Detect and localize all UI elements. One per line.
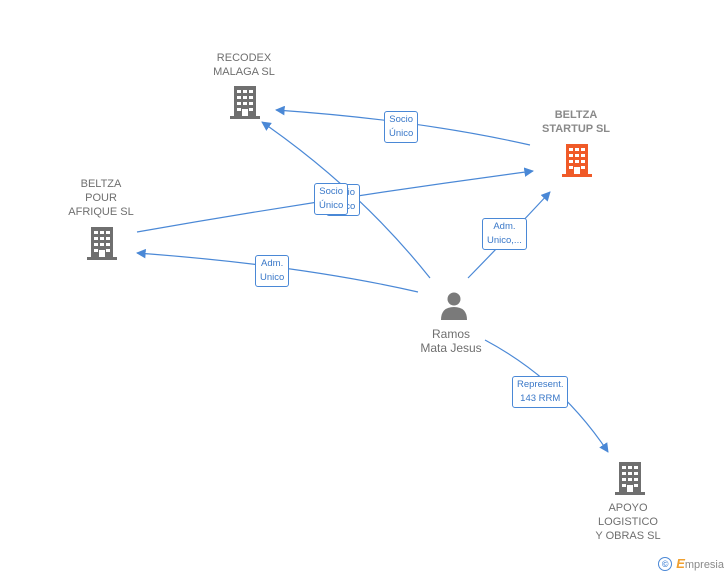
node-label-apoyo: APOYO LOGISTICO Y OBRAS SL [595, 501, 660, 543]
label-line: MALAGA SL [213, 66, 275, 78]
edge-label-line: Único [389, 128, 414, 139]
label-line: RECODEX [216, 52, 272, 64]
edge-label-line: Represent. [517, 379, 564, 390]
node-label-beltza-pour: BELTZA POUR AFRIQUE SL [68, 177, 133, 219]
building-icon-focus[interactable] [561, 142, 593, 178]
building-icon[interactable] [614, 460, 646, 496]
person-icon[interactable] [439, 291, 469, 321]
edge-label-line: 143 RRM [520, 393, 561, 404]
label-line: Ramos [431, 327, 471, 341]
label-line: AFRIQUE SL [68, 206, 134, 218]
edge-label-socio-unico-mid[interactable]: Socio Único [314, 183, 349, 215]
edge-label-line: Unico [260, 272, 285, 283]
node-label-beltza-startup: BELTZA STARTUP SL [542, 108, 610, 136]
edge-label-line: Socio [389, 114, 414, 125]
edge-label-adm-unico-right[interactable]: Adm. Unico,... [482, 218, 527, 250]
edge-label-line: Socio [319, 186, 344, 197]
brand-initial: E [676, 556, 685, 571]
edge-label-socio-unico[interactable]: Socio Único [384, 111, 419, 143]
label-line: Y OBRAS SL [595, 530, 661, 542]
edge-label-line: Único [319, 200, 344, 211]
node-label-recodex: RECODEX MALAGA SL [213, 51, 275, 79]
label-line: POUR [85, 192, 117, 204]
brand-logo[interactable]: Empresia [676, 556, 724, 571]
brand-name: mpresia [684, 559, 724, 571]
edge-label-adm-unico-left[interactable]: Adm. Unico [255, 255, 290, 287]
label-line: BELTZA [554, 109, 598, 121]
edge-label-represent[interactable]: Represent. 143 RRM [512, 376, 569, 408]
building-icon[interactable] [86, 225, 118, 261]
building-icon[interactable] [229, 84, 261, 120]
copyright-icon: © [658, 556, 673, 571]
footer-brand: © Empresia [658, 556, 724, 571]
edge-label-line: Adm. [493, 221, 516, 232]
edge-label-line: Adm. [261, 258, 284, 269]
node-label-ramos: Ramos Mata Jesus [420, 327, 481, 355]
label-line: STARTUP SL [541, 123, 611, 135]
label-line: Mata Jesus [420, 341, 482, 355]
edge-label-line: Unico,... [487, 235, 522, 246]
label-line: BELTZA [80, 178, 122, 190]
label-line: APOYO [608, 502, 648, 514]
label-line: LOGISTICO [598, 516, 658, 528]
